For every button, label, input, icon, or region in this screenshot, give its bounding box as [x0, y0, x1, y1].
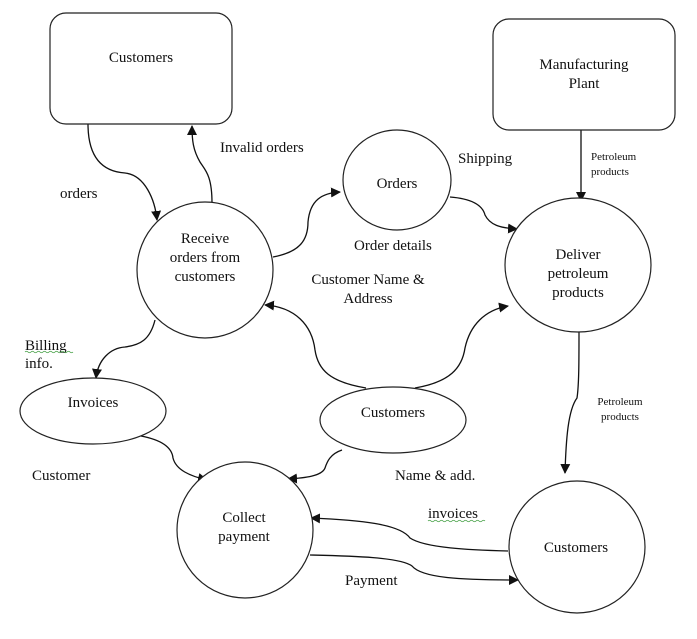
flow-billing-info — [92, 319, 156, 379]
store-customers[interactable] — [319, 386, 467, 454]
flow-petroleum-bottom — [560, 331, 580, 474]
process-collect-payment-label-1: Collect — [222, 510, 266, 526]
entity-manufacturing-plant-label-1: Manufacturing — [539, 57, 629, 73]
process-deliver-petroleum-label-3: products — [552, 285, 604, 301]
process-deliver-petroleum[interactable] — [504, 197, 652, 333]
label-petroleum-top-2: products — [591, 166, 629, 178]
flow-payment — [309, 554, 519, 585]
label-payment: Payment — [345, 573, 398, 589]
label-shipping: Shipping — [458, 151, 513, 167]
flow-shipping — [449, 196, 518, 234]
process-receive-orders-label-2: orders from — [170, 250, 241, 266]
process-collect-payment[interactable] — [176, 461, 314, 599]
label-billing-info-1: Billing — [25, 338, 67, 354]
spellcheck-squiggle-invoices — [427, 519, 486, 523]
entity-customers-top-label: Customers — [109, 50, 173, 66]
process-deliver-petroleum-label-1: Deliver — [556, 247, 601, 263]
process-receive-orders-label-1: Receive — [181, 231, 230, 247]
flow-orders — [87, 123, 162, 221]
store-customers-label: Customers — [361, 405, 425, 421]
label-name-add: Name & add. — [395, 468, 475, 484]
store-invoices-label: Invoices — [68, 395, 119, 411]
entity-manufacturing-plant[interactable] — [492, 18, 676, 131]
label-customer-name-address-2: Address — [343, 291, 392, 307]
process-receive-orders[interactable] — [136, 201, 274, 339]
store-invoices[interactable] — [19, 377, 167, 445]
entity-customers-top[interactable] — [49, 12, 233, 125]
spellcheck-squiggle-billing — [24, 350, 74, 354]
flow-invalid-orders — [187, 125, 213, 204]
process-customers-bottom-right[interactable] — [508, 480, 646, 614]
process-receive-orders-label-3: customers — [175, 269, 236, 285]
flow-name-add — [287, 449, 343, 484]
label-billing-info-2: info. — [25, 356, 53, 372]
flow-customer — [140, 435, 208, 483]
label-petroleum-bottom-1: Petroleum — [597, 396, 643, 408]
label-customer-name-address-1: Customer Name & — [311, 272, 425, 288]
flow-order-details — [272, 187, 341, 258]
label-customer: Customer — [32, 468, 90, 484]
label-invalid-orders: Invalid orders — [220, 140, 304, 156]
store-orders[interactable] — [342, 129, 452, 231]
process-deliver-petroleum-label-2: petroleum — [548, 266, 609, 282]
label-petroleum-top-1: Petroleum — [591, 151, 637, 163]
entity-manufacturing-plant-label-2: Plant — [569, 76, 601, 92]
label-order-details: Order details — [354, 238, 432, 254]
label-orders: orders — [60, 186, 98, 202]
flow-invoices — [310, 513, 509, 552]
flow-customer-name-address-right — [414, 302, 509, 389]
process-collect-payment-label-2: payment — [218, 529, 270, 545]
label-invoices: invoices — [428, 506, 478, 522]
flow-customer-name-address-left — [264, 300, 367, 389]
label-petroleum-bottom-2: products — [601, 411, 639, 423]
store-orders-label: Orders — [377, 176, 418, 192]
process-customers-bottom-right-label: Customers — [544, 540, 608, 556]
